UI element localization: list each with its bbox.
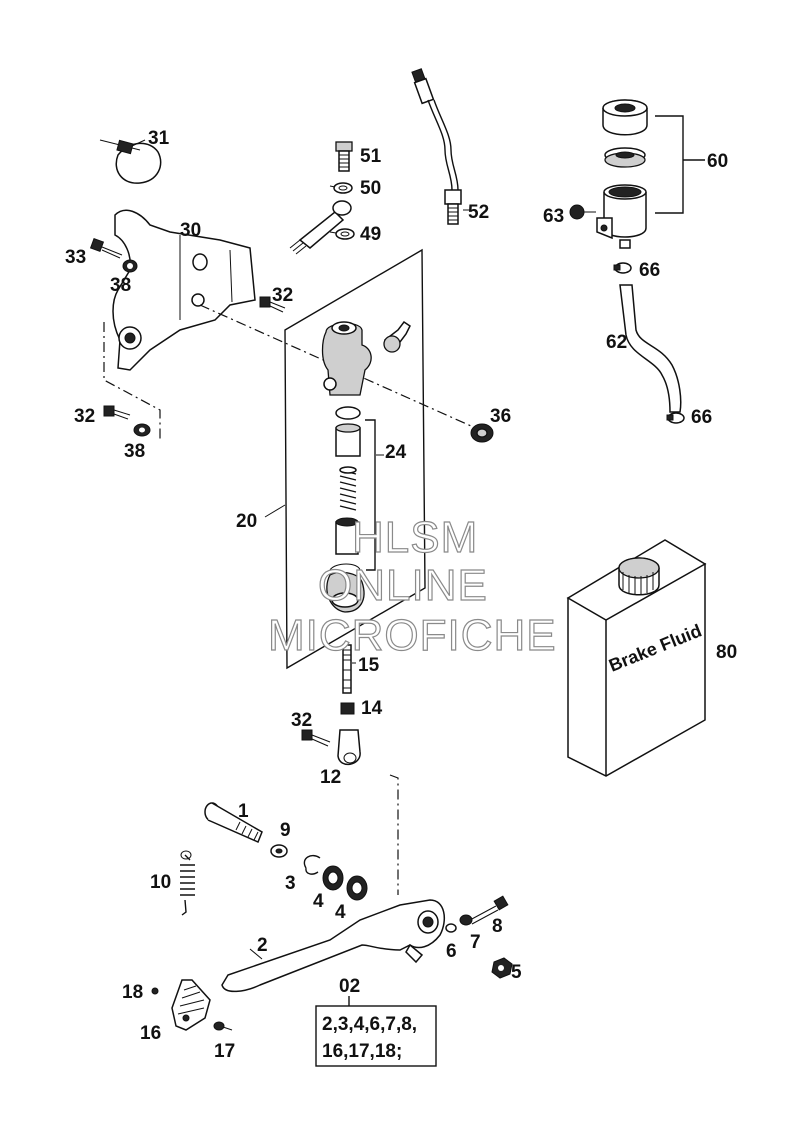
bearing-4a-part (322, 865, 344, 891)
reservoir-body-part (596, 184, 647, 249)
callout-20: 20 (236, 511, 257, 532)
elbow-fitting-part (383, 320, 411, 353)
callout-6: 6 (446, 941, 457, 962)
hose-clamp-66-lower-part (666, 412, 685, 424)
brake-fluid-bottle-part: Brake Fluid (566, 539, 707, 777)
bearing-4b-part (346, 875, 368, 901)
callout-38-upper: 38 (110, 275, 131, 296)
return-spring-10-part (180, 850, 195, 916)
callout-1: 1 (238, 801, 249, 822)
callout-17: 17 (214, 1041, 235, 1062)
watermark-line-2: ONLINE (318, 561, 488, 610)
bolt-32-middle-part (301, 729, 331, 747)
nut-5-part (491, 957, 513, 979)
callout-32-middle: 32 (291, 710, 312, 731)
callout-12: 12 (320, 767, 341, 788)
sleeve-part (335, 423, 361, 457)
screw-17-part (213, 1021, 233, 1031)
callout-49: 49 (360, 224, 381, 245)
reservoir-diaphragm-part (604, 147, 646, 168)
watermark-line-3: MICROFICHE (268, 611, 557, 660)
callout-60: 60 (707, 151, 728, 172)
callout-16: 16 (140, 1023, 161, 1044)
callout-66-upper: 66 (639, 260, 660, 281)
washer-6-part (445, 923, 457, 933)
callout-5: 5 (511, 962, 522, 983)
callout-7: 7 (470, 932, 481, 953)
callout-36: 36 (490, 406, 511, 427)
washer-49-part (335, 228, 355, 240)
pivot-bolt-1-part (204, 802, 263, 843)
kit-contents-box: 2,3,4,6,7,8, 16,17,18; (315, 996, 437, 1067)
callout-50: 50 (360, 178, 381, 199)
master-cylinder-group-outline (284, 248, 426, 670)
callout-63: 63 (543, 206, 564, 227)
washer-50-part (333, 182, 353, 194)
callout-33: 33 (65, 247, 86, 268)
leader-lines (249, 185, 470, 960)
hose-clamp-66-upper-part (613, 262, 632, 274)
kit-contents-line-1: 2,3,4,6,7,8, (322, 1014, 417, 1035)
reservoir-cap-part (602, 99, 648, 136)
callout-38-lower: 38 (124, 441, 145, 462)
callout-31: 31 (148, 128, 170, 149)
callout-18: 18 (122, 982, 143, 1003)
callout-4-b: 4 (335, 902, 346, 923)
clevis-12-part (337, 729, 361, 766)
callout-24: 24 (385, 442, 407, 463)
kit-contents-line-2: 16,17,18; (322, 1041, 402, 1062)
callout-62: 62 (606, 332, 627, 353)
master-cylinder-body-part (321, 321, 372, 396)
push-rod-15-part (342, 644, 352, 694)
callout-32-upper: 32 (272, 285, 293, 306)
callout-4-a: 4 (313, 891, 324, 912)
brake-pedal-lever-2-part (221, 899, 446, 993)
callout-32-left: 32 (74, 406, 95, 427)
spring-part (339, 466, 357, 511)
callout-9: 9 (280, 820, 291, 841)
circlip-part (329, 563, 361, 571)
rubber-boot-part (326, 571, 365, 613)
watermark: HLSM ONLINE MICROFICHE (267, 512, 557, 660)
callout-52: 52 (468, 202, 489, 223)
callout-15: 15 (358, 655, 380, 676)
banjo-bolt-51-part (335, 141, 353, 172)
bracket-plate-part (112, 209, 256, 371)
callout-51: 51 (360, 146, 382, 167)
nut-38-part (122, 259, 138, 273)
bolt-32-left-part (103, 405, 131, 420)
brake-switch-52-part (411, 68, 462, 225)
bolt-8-part (469, 895, 509, 925)
hose-fitting-part (289, 200, 352, 255)
callout-10: 10 (150, 872, 171, 893)
callout-3: 3 (285, 873, 296, 894)
hose-62-part (619, 284, 682, 413)
nut-38-lower-part (133, 423, 151, 437)
screw-63-part (569, 204, 596, 220)
piston-part (335, 517, 359, 555)
callout-14: 14 (361, 698, 383, 719)
callout-8: 8 (492, 916, 503, 937)
bolt-33-part (89, 237, 123, 259)
cable-tie-part (99, 139, 162, 184)
circlip-3-part (303, 854, 321, 875)
callout-02: 02 (339, 976, 360, 997)
nut-14-part (340, 702, 355, 715)
washer-7-part (459, 914, 473, 926)
callout-2: 2 (257, 935, 268, 956)
watermark-line-1: HLSM (352, 513, 478, 562)
callout-30: 30 (180, 220, 201, 241)
callout-66-lower: 66 (691, 407, 712, 428)
o-ring-part (335, 406, 361, 420)
grommet-36-part (470, 423, 494, 443)
pedal-tip-16-part (171, 979, 211, 1031)
pin-18-part (151, 987, 159, 995)
callout-labels: 31 51 50 49 52 60 63 66 62 66 30 33 38 3… (65, 128, 737, 1062)
callout-80: 80 (716, 642, 737, 663)
bolt-32-upper-part (259, 296, 286, 313)
